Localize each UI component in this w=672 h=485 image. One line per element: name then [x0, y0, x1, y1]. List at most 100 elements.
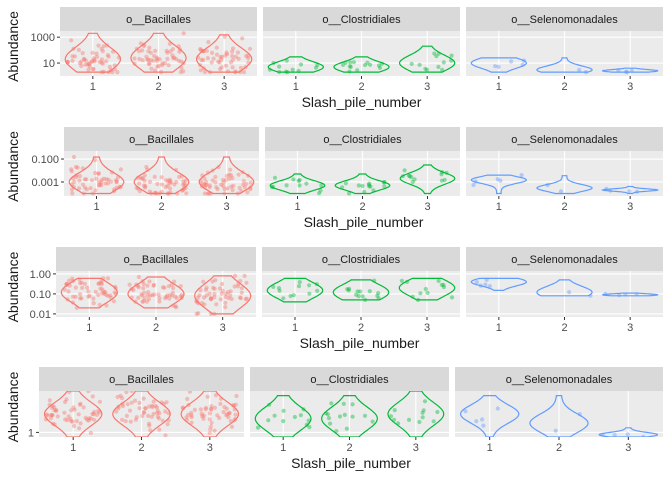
- data-point: [229, 184, 234, 189]
- data-point: [70, 191, 75, 196]
- data-point: [337, 414, 343, 419]
- data-point: [118, 167, 123, 172]
- data-point: [135, 283, 141, 289]
- data-point: [64, 397, 69, 402]
- data-point: [271, 284, 276, 289]
- facet-strip: [263, 7, 460, 31]
- data-point: [223, 53, 228, 58]
- data-point: [110, 70, 115, 75]
- data-point: [96, 292, 101, 297]
- data-point: [71, 405, 76, 410]
- data-point: [74, 305, 79, 310]
- data-point: [567, 290, 572, 295]
- data-point: [113, 284, 118, 289]
- y-axis-title: Abundance: [5, 371, 21, 442]
- data-point: [197, 293, 202, 298]
- violin-shape: [536, 57, 593, 73]
- data-point: [101, 276, 106, 281]
- data-point: [149, 414, 154, 419]
- x-tick-label: 2: [155, 81, 161, 93]
- x-tick-label: 3: [424, 201, 430, 213]
- data-point: [137, 56, 142, 62]
- data-point: [276, 286, 282, 291]
- data-point: [317, 191, 322, 196]
- data-point: [216, 59, 221, 64]
- data-point: [213, 393, 219, 398]
- data-point: [69, 419, 74, 424]
- data-point: [67, 391, 72, 395]
- data-point: [169, 282, 174, 287]
- data-point: [230, 53, 235, 59]
- data-point: [432, 51, 437, 56]
- data-point: [82, 177, 88, 182]
- data-point: [120, 401, 125, 406]
- data-point: [214, 185, 219, 190]
- data-point: [219, 65, 224, 70]
- data-point: [449, 58, 454, 63]
- data-point: [192, 407, 197, 412]
- data-point: [196, 311, 201, 316]
- data-point: [136, 295, 141, 300]
- data-point: [79, 280, 84, 285]
- facet-strip-label: o__Selenomonadales: [511, 254, 618, 266]
- data-point: [240, 170, 245, 175]
- data-point: [147, 404, 152, 409]
- data-point: [297, 280, 302, 285]
- data-point: [171, 56, 176, 61]
- data-point: [204, 293, 209, 298]
- data-point: [436, 64, 441, 69]
- facet-strip-label: o__Clostridiales: [322, 14, 401, 26]
- violin-shape: [180, 391, 240, 437]
- data-point: [86, 391, 91, 394]
- data-point: [52, 422, 57, 427]
- data-point: [160, 61, 165, 66]
- data-point: [487, 284, 492, 289]
- data-point: [214, 302, 219, 307]
- violin-shape: [470, 174, 528, 195]
- data-point: [145, 167, 150, 172]
- y-axis-title: Abundance: [5, 11, 21, 82]
- data-point: [440, 67, 445, 72]
- data-point: [152, 53, 157, 59]
- data-point: [326, 416, 332, 421]
- data-point: [233, 70, 238, 75]
- data-point: [239, 286, 244, 291]
- data-point: [63, 417, 68, 422]
- data-point: [291, 177, 296, 182]
- data-point: [84, 187, 89, 192]
- data-point: [205, 191, 211, 196]
- data-point: [417, 419, 422, 425]
- data-point: [213, 278, 218, 283]
- data-point: [65, 60, 70, 65]
- data-point: [203, 407, 208, 412]
- data-point: [224, 291, 229, 296]
- data-point: [114, 409, 119, 414]
- data-point: [114, 179, 119, 184]
- data-point: [423, 66, 428, 71]
- data-point: [153, 48, 158, 54]
- data-point: [69, 187, 74, 192]
- data-point: [140, 293, 145, 298]
- data-point: [210, 178, 215, 183]
- data-point: [341, 62, 346, 67]
- data-point: [96, 171, 101, 176]
- data-point: [109, 170, 115, 175]
- data-point: [148, 293, 153, 298]
- data-point: [111, 299, 116, 304]
- data-point: [139, 292, 144, 297]
- data-point: [90, 50, 95, 55]
- data-point: [164, 294, 169, 299]
- data-point: [201, 57, 206, 63]
- data-point: [87, 416, 92, 421]
- data-point: [227, 176, 232, 181]
- data-point: [179, 293, 184, 298]
- data-point: [217, 60, 222, 65]
- y-tick-label: 1000: [31, 32, 55, 44]
- data-point: [165, 422, 170, 427]
- data-point: [76, 47, 81, 53]
- data-point: [420, 415, 425, 420]
- data-point: [136, 285, 141, 290]
- data-point: [244, 181, 249, 186]
- data-point: [227, 411, 232, 416]
- data-point: [509, 59, 514, 64]
